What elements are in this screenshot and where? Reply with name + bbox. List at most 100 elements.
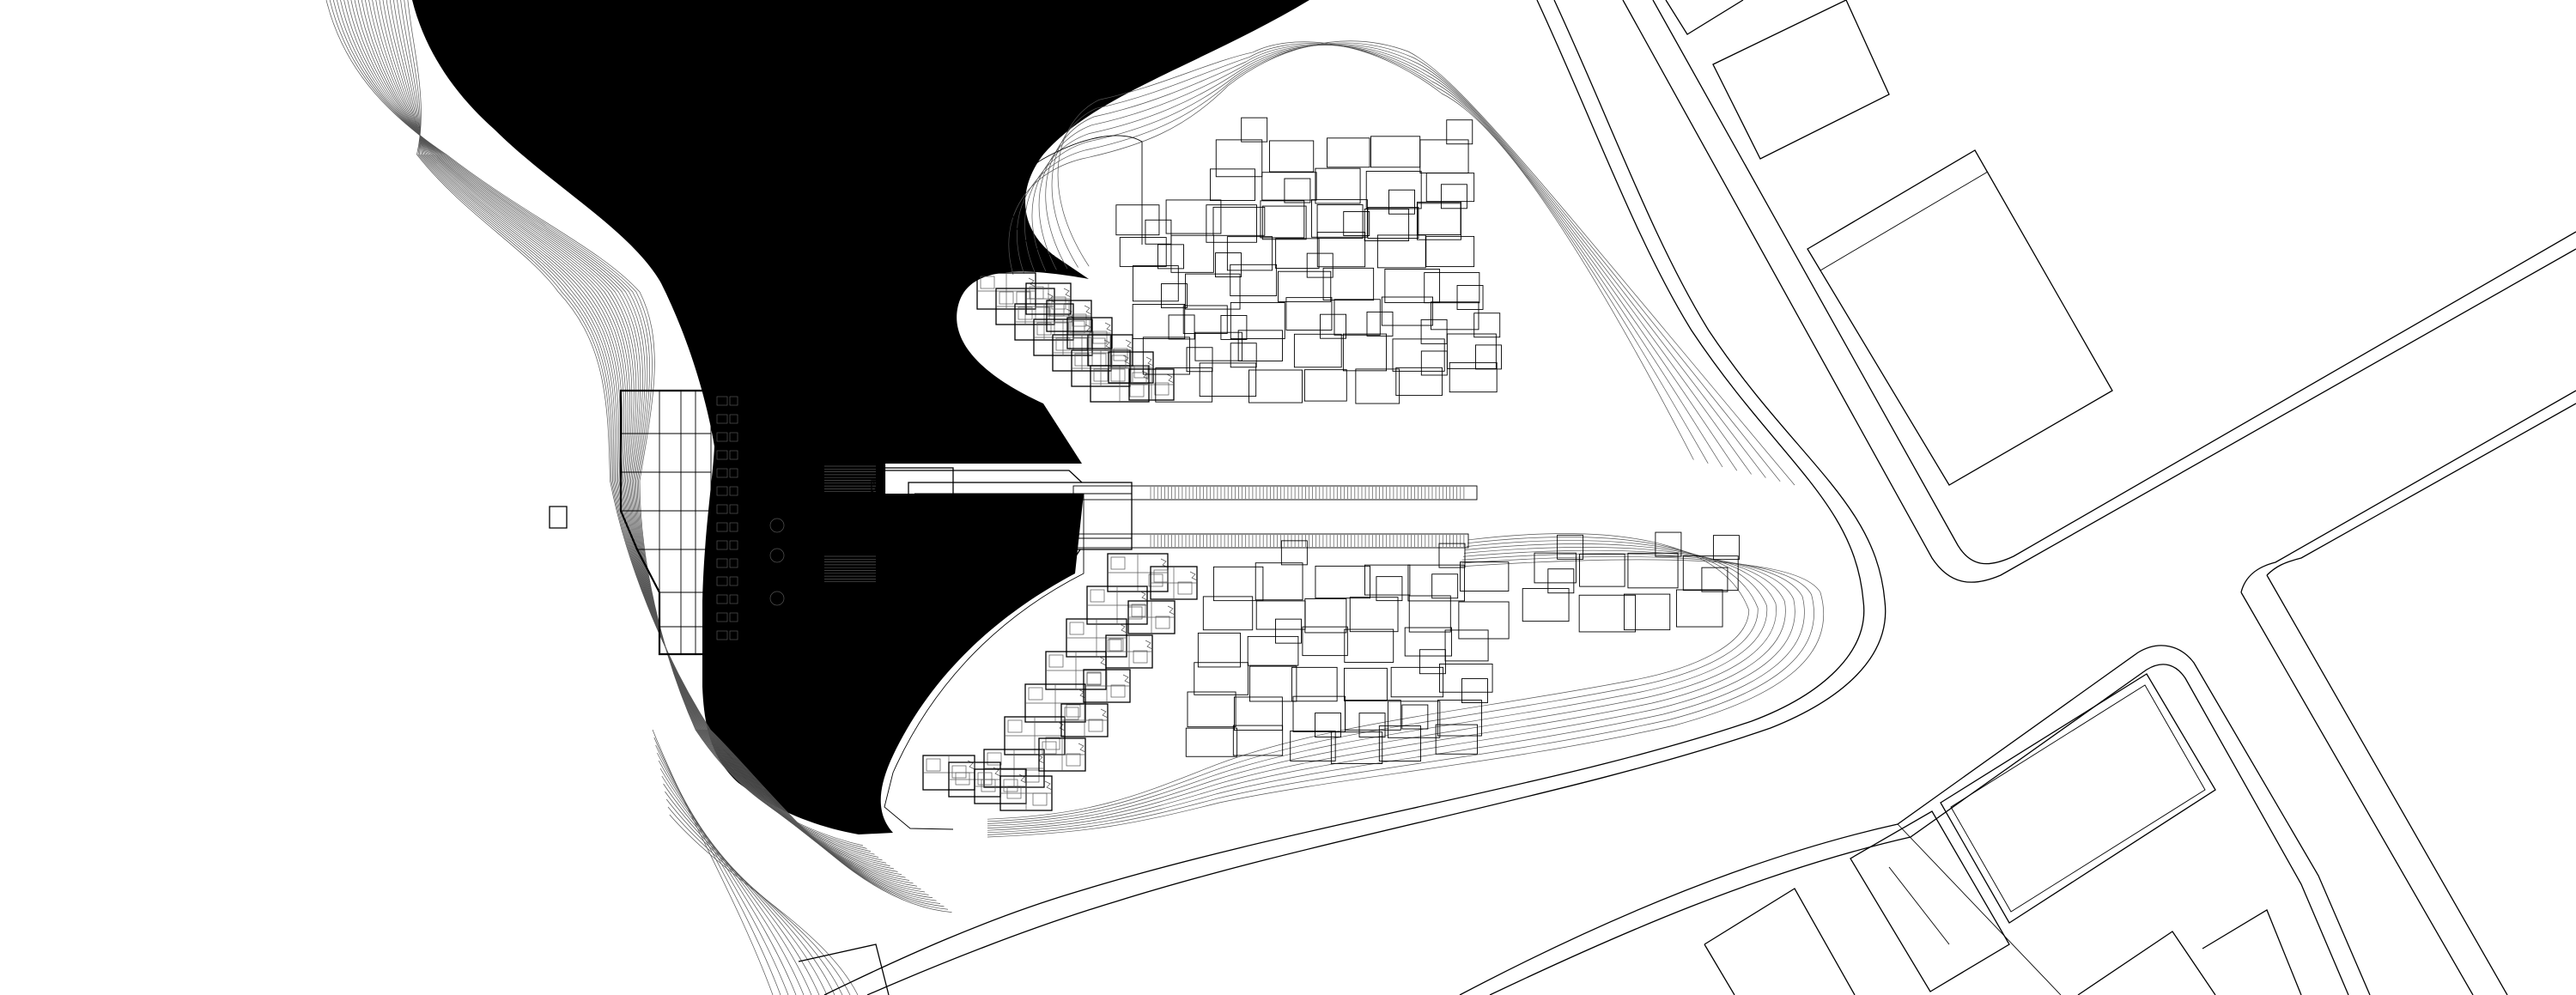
unit-room xyxy=(1133,365,1149,379)
terrace-block xyxy=(1425,173,1475,203)
terrace-block xyxy=(1315,713,1342,737)
terrace-block xyxy=(1401,704,1429,730)
stair-run xyxy=(823,553,877,585)
unit-room xyxy=(951,765,967,779)
terrace-block xyxy=(1342,333,1388,372)
chair xyxy=(729,594,738,604)
contour-line xyxy=(343,0,883,861)
terrace-block xyxy=(1275,618,1302,644)
contour-line xyxy=(350,0,890,866)
terrace-block xyxy=(1440,184,1467,209)
unit-room xyxy=(1110,556,1126,570)
terrace-block xyxy=(1212,566,1264,602)
unit-room xyxy=(1074,353,1090,367)
terrace-block xyxy=(1404,627,1453,657)
terrace-block xyxy=(1557,534,1584,560)
chair xyxy=(716,558,728,568)
unit-stair-icon xyxy=(1122,355,1131,365)
terrace-block xyxy=(1255,562,1303,601)
unit-stair-icon xyxy=(1166,373,1175,384)
terrace-block xyxy=(1446,119,1473,145)
unit-stair-icon xyxy=(1125,339,1133,349)
terrace-block xyxy=(1437,700,1482,737)
unit-room xyxy=(1133,650,1148,664)
contour-line xyxy=(665,791,835,995)
terrace-blocks xyxy=(1115,117,1740,764)
terrace-block xyxy=(1438,663,1493,693)
unit-room xyxy=(1069,622,1084,635)
terrace-block xyxy=(1475,344,1502,370)
contour-line xyxy=(375,0,918,887)
contour-line xyxy=(1057,41,1694,460)
unit-room xyxy=(926,758,941,772)
unit-room xyxy=(1086,671,1102,685)
terrace-block xyxy=(1322,267,1375,301)
contour-line xyxy=(653,737,781,995)
terrace-block xyxy=(1387,701,1441,738)
unit-stair-icon xyxy=(1028,277,1036,288)
table xyxy=(769,548,785,563)
terrace-block xyxy=(1376,576,1403,602)
terrace-block xyxy=(1316,204,1364,239)
contour-line xyxy=(397,0,941,904)
terrace-block xyxy=(1355,368,1400,404)
terrace-block xyxy=(1215,139,1263,178)
unit-room xyxy=(1093,368,1109,382)
unit-room xyxy=(1092,331,1108,344)
unit-stair-icon xyxy=(1189,571,1198,581)
terrace-block xyxy=(1376,234,1426,269)
contour-line xyxy=(987,537,1759,822)
contour-line xyxy=(404,0,949,910)
chair xyxy=(729,432,738,442)
chair xyxy=(729,522,738,532)
walkway xyxy=(884,467,1478,567)
unit-room xyxy=(1086,672,1102,686)
road-network xyxy=(823,0,2576,995)
contour-line xyxy=(1031,44,1752,475)
unit-room xyxy=(1003,779,1018,792)
contour-line xyxy=(655,744,789,995)
unit-room xyxy=(1045,737,1060,750)
unit-stair-icon xyxy=(1122,674,1131,684)
contour-line xyxy=(389,0,933,899)
terrace-block xyxy=(1381,296,1433,326)
unit-room xyxy=(1155,616,1170,629)
terrace-block xyxy=(1624,593,1671,631)
unit-room xyxy=(1032,792,1048,806)
contour-line xyxy=(379,0,921,889)
unit-stair-icon xyxy=(1078,689,1086,699)
unit-room xyxy=(1107,639,1122,652)
unit-room xyxy=(999,291,1014,305)
terrace-block xyxy=(1170,234,1214,273)
unit-room xyxy=(1129,384,1145,397)
terrace-block xyxy=(1233,696,1283,731)
contour-line xyxy=(368,0,910,881)
unit-room xyxy=(1066,753,1081,767)
chair xyxy=(716,612,728,622)
terrace-block xyxy=(1291,666,1338,702)
terrace-block xyxy=(1247,635,1299,666)
terrace-block xyxy=(1444,629,1489,662)
terrace-block xyxy=(1182,305,1228,334)
unit-stair-icon xyxy=(1145,640,1153,650)
contour-line xyxy=(347,0,887,864)
terrace-block xyxy=(1304,598,1347,634)
terrace-block xyxy=(1378,725,1421,762)
terrace-block xyxy=(1255,600,1306,630)
terrace-block xyxy=(1446,333,1497,369)
terrace-block xyxy=(1220,315,1248,340)
contour-line xyxy=(1017,42,1781,482)
contour-line xyxy=(987,533,1750,820)
housing-cluster-north xyxy=(976,272,1175,403)
chair xyxy=(716,594,728,604)
contour-line xyxy=(1038,45,1738,471)
unit-room xyxy=(1028,687,1043,701)
neighboring-buildings xyxy=(549,0,2302,995)
chair xyxy=(716,576,728,586)
terrace-block xyxy=(1407,564,1465,602)
terrace-block xyxy=(1461,678,1488,704)
terrace-block xyxy=(1292,695,1346,732)
unit-stair-icon xyxy=(1139,591,1148,601)
unit-room xyxy=(1055,337,1071,351)
